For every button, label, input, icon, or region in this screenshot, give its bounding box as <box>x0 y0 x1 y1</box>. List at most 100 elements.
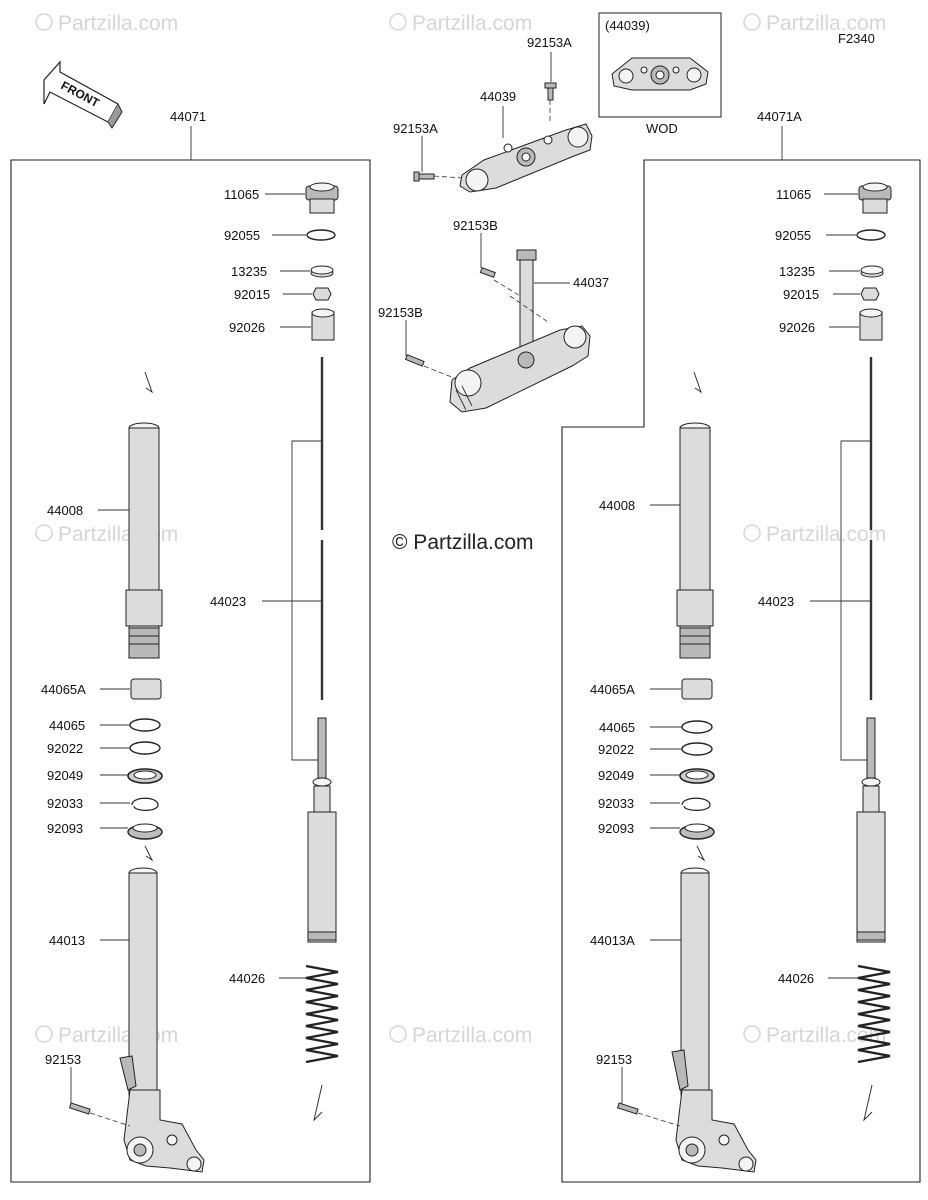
right-bushing-a-icon <box>681 678 713 700</box>
right-dust-seal-icon <box>679 823 715 840</box>
left-spacer-icon <box>311 308 335 341</box>
right-spring-icon <box>857 964 891 1122</box>
left-bushing-label: 44065 <box>49 718 85 733</box>
right-arrow-top <box>693 371 702 394</box>
lower-bolt-top-icon <box>479 267 549 323</box>
right-collar-label: 13235 <box>779 264 815 279</box>
lower-bolt-side-icon <box>404 354 455 379</box>
upper-bolt-side-icon <box>413 171 463 182</box>
upper-bolt-top-icon <box>544 82 557 124</box>
left-damper-icon <box>307 717 337 943</box>
lower-bracket <box>449 249 591 413</box>
inset-label: (44039) <box>605 18 650 33</box>
right-circlip-icon <box>681 797 711 811</box>
svg-text:Partzilla.com: Partzilla.com <box>58 1024 178 1047</box>
right-oring-icon <box>856 229 886 241</box>
right-nut-icon <box>860 287 880 301</box>
left-assembly-frame: 44071 <box>10 109 371 1183</box>
left-bushing-a-icon <box>130 678 162 700</box>
right-assembly-label: 44071A <box>757 109 802 124</box>
svg-text:Partzilla.com: Partzilla.com <box>766 1024 886 1047</box>
left-inner-tube-label: 44013 <box>49 933 85 948</box>
left-outer-tube-label: 44008 <box>47 503 83 518</box>
watermark-bottom-center: Partzilla.com <box>389 1024 532 1047</box>
left-axle-bracket-icon <box>119 1055 205 1173</box>
left-spring-icon <box>305 964 339 1122</box>
right-assembly-frame: 44071A <box>561 109 921 1183</box>
right-outer-tube-icon <box>676 422 714 659</box>
right-spring-label: 44026 <box>778 971 814 986</box>
right-nut-label: 92015 <box>783 287 819 302</box>
svg-text:Partzilla.com: Partzilla.com <box>58 12 178 35</box>
right-axle-bolt-label: 92153 <box>596 1052 632 1067</box>
upper-bolt-side-label: 92153A <box>393 121 438 136</box>
upper-bolt-top-label: 92153A <box>527 35 572 50</box>
left-assembly-label: 44071 <box>170 109 206 124</box>
left-axle-bolt-label: 92153 <box>45 1052 81 1067</box>
right-bushing-icon <box>681 720 713 734</box>
left-washer-label: 92022 <box>47 741 83 756</box>
right-arrow-mid <box>696 845 706 862</box>
right-outer-tube-label: 44008 <box>599 498 635 513</box>
left-inner-tube-icon <box>128 867 158 1096</box>
right-bushing-label: 44065 <box>599 720 635 735</box>
lower-bolt-top-label: 92153B <box>453 218 498 233</box>
right-damper-icon <box>856 717 886 943</box>
left-spacer-label: 92026 <box>229 320 265 335</box>
inset-caption: WOD <box>646 121 678 136</box>
left-spring-label: 44026 <box>229 971 265 986</box>
left-arrow-mid <box>144 845 154 862</box>
right-fork: 11065 92055 13235 92015 92026 44 <box>590 182 892 1173</box>
left-bushing-a-label: 44065A <box>41 682 86 697</box>
right-collar-icon <box>860 265 884 278</box>
front-arrow-icon: FRONT <box>43 60 123 129</box>
left-bushing-icon <box>129 718 161 732</box>
copyright-center: © Partzilla.com <box>392 531 534 554</box>
right-axle-bolt-icon <box>616 1102 681 1127</box>
right-inner-tube-icon <box>680 867 710 1096</box>
right-damper-label: 44023 <box>758 594 794 609</box>
lower-bracket-label: 44037 <box>573 275 609 290</box>
left-oring-icon <box>306 229 336 241</box>
watermark-bottom-right: Partzilla.com <box>743 1024 886 1047</box>
watermark-mid-right: Partzilla.com <box>743 523 886 546</box>
right-bushing-a-label: 44065A <box>590 682 635 697</box>
right-axle-bracket-icon <box>671 1049 757 1173</box>
upper-bracket <box>459 123 593 193</box>
right-washer-label: 92022 <box>598 742 634 757</box>
right-washer-icon <box>681 742 713 756</box>
inset-wod: (44039) WOD <box>598 12 722 136</box>
right-oil-seal-icon <box>679 768 715 784</box>
left-damper-label: 44023 <box>210 594 246 609</box>
left-collar-label: 13235 <box>231 264 267 279</box>
left-nut-icon <box>312 287 332 301</box>
left-collar-icon <box>310 265 334 278</box>
right-dust-seal-label: 92093 <box>598 821 634 836</box>
left-dust-seal-icon <box>127 823 163 840</box>
left-oil-seal-label: 92049 <box>47 768 83 783</box>
right-cap-label: 11065 <box>776 187 811 202</box>
diagram-code: F2340 <box>838 31 875 46</box>
svg-text:Partzilla.com: Partzilla.com <box>766 12 886 35</box>
left-fork: 11065 92055 13235 92015 92026 <box>41 182 339 1173</box>
inset-bracket-icon <box>611 57 709 91</box>
left-nut-label: 92015 <box>234 287 270 302</box>
lower-bolt-side-label: 92153B <box>378 305 423 320</box>
right-spacer-label: 92026 <box>779 320 815 335</box>
left-cap-label: 11065 <box>224 187 259 202</box>
svg-text:Partzilla.com: Partzilla.com <box>412 12 532 35</box>
right-oil-seal-label: 92049 <box>598 768 634 783</box>
left-axle-bolt-icon <box>68 1102 131 1127</box>
left-outer-tube-icon <box>125 422 163 659</box>
left-washer-icon <box>129 741 161 755</box>
left-circlip-label: 92033 <box>47 796 83 811</box>
svg-text:Partzilla.com: Partzilla.com <box>58 523 178 546</box>
right-spacer-icon <box>859 308 883 341</box>
left-arrow-top <box>144 371 153 394</box>
watermark-top-left: Partzilla.com <box>35 12 178 35</box>
right-inner-tube-label: 44013A <box>590 933 635 948</box>
watermarks: Partzilla.com Partzilla.com Partzilla.co… <box>35 12 886 1047</box>
left-dust-seal-label: 92093 <box>47 821 83 836</box>
left-cap-icon <box>305 182 339 214</box>
